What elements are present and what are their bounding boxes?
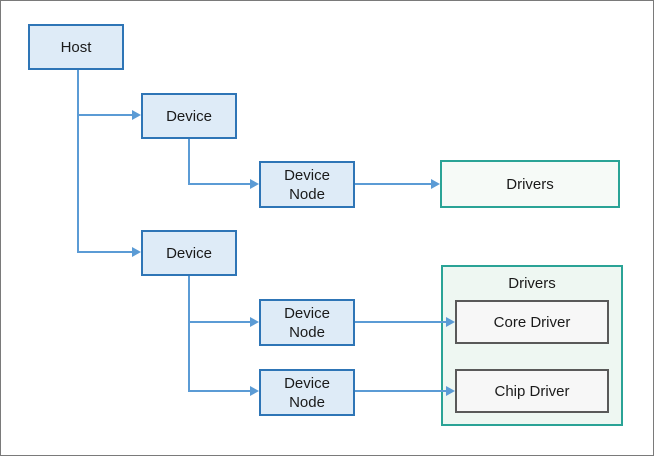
node-device-2-label: Device (166, 244, 212, 262)
arrowhead-device2-node3-icon (250, 386, 259, 396)
node-host-label: Host (60, 38, 92, 56)
node-device-2: Device (141, 230, 237, 276)
node-core-driver: Core Driver (455, 300, 609, 344)
connector-device1-node1 (188, 183, 250, 185)
node-drivers-1: Drivers (440, 160, 620, 208)
node-device-node-2: Device Node (259, 299, 355, 346)
connector-device2-node3 (188, 390, 250, 392)
node-device-node-1: Device Node (259, 161, 355, 208)
node-chip-driver: Chip Driver (455, 369, 609, 413)
connector-host-device2 (77, 251, 132, 253)
node-core-driver-label: Core Driver (493, 313, 571, 331)
connector-device2-node2 (188, 321, 250, 323)
connector-host-trunk (77, 70, 79, 252)
connector-node3-chipdriver (355, 390, 446, 392)
drivers-group-label: Drivers (508, 275, 556, 292)
connector-node2-coredriver (355, 321, 446, 323)
node-device-node-1-label: Device Node (284, 166, 330, 203)
node-device-node-3: Device Node (259, 369, 355, 416)
connector-device1-trunk (188, 139, 190, 185)
connector-device2-trunk (188, 276, 190, 392)
node-device-1: Device (141, 93, 237, 139)
node-device-node-3-label: Device Node (284, 374, 330, 411)
node-device-node-2-label: Device Node (284, 304, 330, 341)
connector-node1-drivers (355, 183, 431, 185)
node-drivers-1-label: Drivers (506, 175, 554, 193)
arrowhead-host-device2-icon (132, 247, 141, 257)
arrowhead-device2-node2-icon (250, 317, 259, 327)
node-device-1-label: Device (166, 107, 212, 125)
node-host: Host (28, 24, 124, 70)
arrowhead-host-device1-icon (132, 110, 141, 120)
arrowhead-node1-drivers-icon (431, 179, 440, 189)
connector-host-device1 (77, 114, 132, 116)
arrowhead-node2-coredriver-icon (446, 317, 455, 327)
arrowhead-node3-chipdriver-icon (446, 386, 455, 396)
node-chip-driver-label: Chip Driver (494, 382, 570, 400)
arrowhead-device1-node1-icon (250, 179, 259, 189)
